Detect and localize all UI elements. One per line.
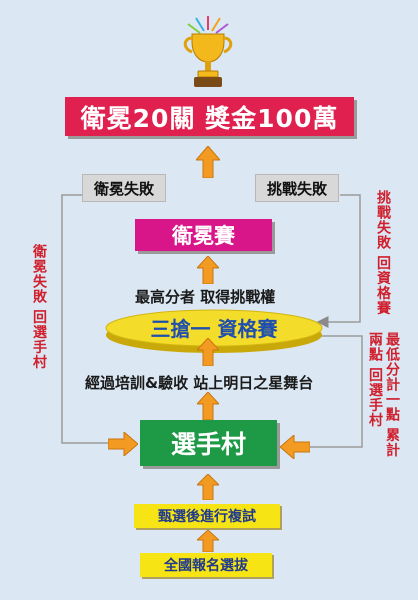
top-banner: 衛冕20關 獎金100萬 — [65, 97, 354, 136]
left-side-note: 衛冕失敗 回選手村 — [31, 244, 47, 370]
highest-score-note: 最高分者 取得挑戰權 — [135, 288, 276, 306]
arrow-up-icon — [196, 146, 220, 178]
qualifier-label: 三搶一 資格賽 — [150, 316, 278, 341]
arrow-up-icon — [197, 474, 219, 500]
lowest-score-note: 最低分計一點 累計兩點 回選手村 — [367, 332, 400, 458]
training-note: 經過培訓&驗收 站上明日之星舞台 — [85, 374, 314, 392]
players-village-box: 選手村 — [140, 420, 277, 466]
arrow-up-icon — [197, 256, 219, 284]
challenge-fail-box: 挑戰失敗 — [255, 174, 339, 202]
arrow-up-icon — [197, 338, 219, 366]
trophy-icon — [183, 16, 233, 87]
defend-fail-box: 衛冕失敗 — [82, 174, 166, 202]
right-side-note: 挑戰失敗 回資格賽 — [375, 190, 391, 316]
national-selection-box: 全國報名選拔 — [140, 553, 272, 577]
arrow-right-icon — [108, 432, 138, 456]
arrow-up-icon — [197, 530, 219, 552]
defend-match-box: 衛冕賽 — [135, 219, 272, 251]
retest-box: 甄選後進行複試 — [134, 504, 280, 528]
qualifier-disc — [105, 309, 323, 353]
arrow-up-icon — [197, 392, 219, 420]
arrow-left-icon — [280, 435, 310, 459]
